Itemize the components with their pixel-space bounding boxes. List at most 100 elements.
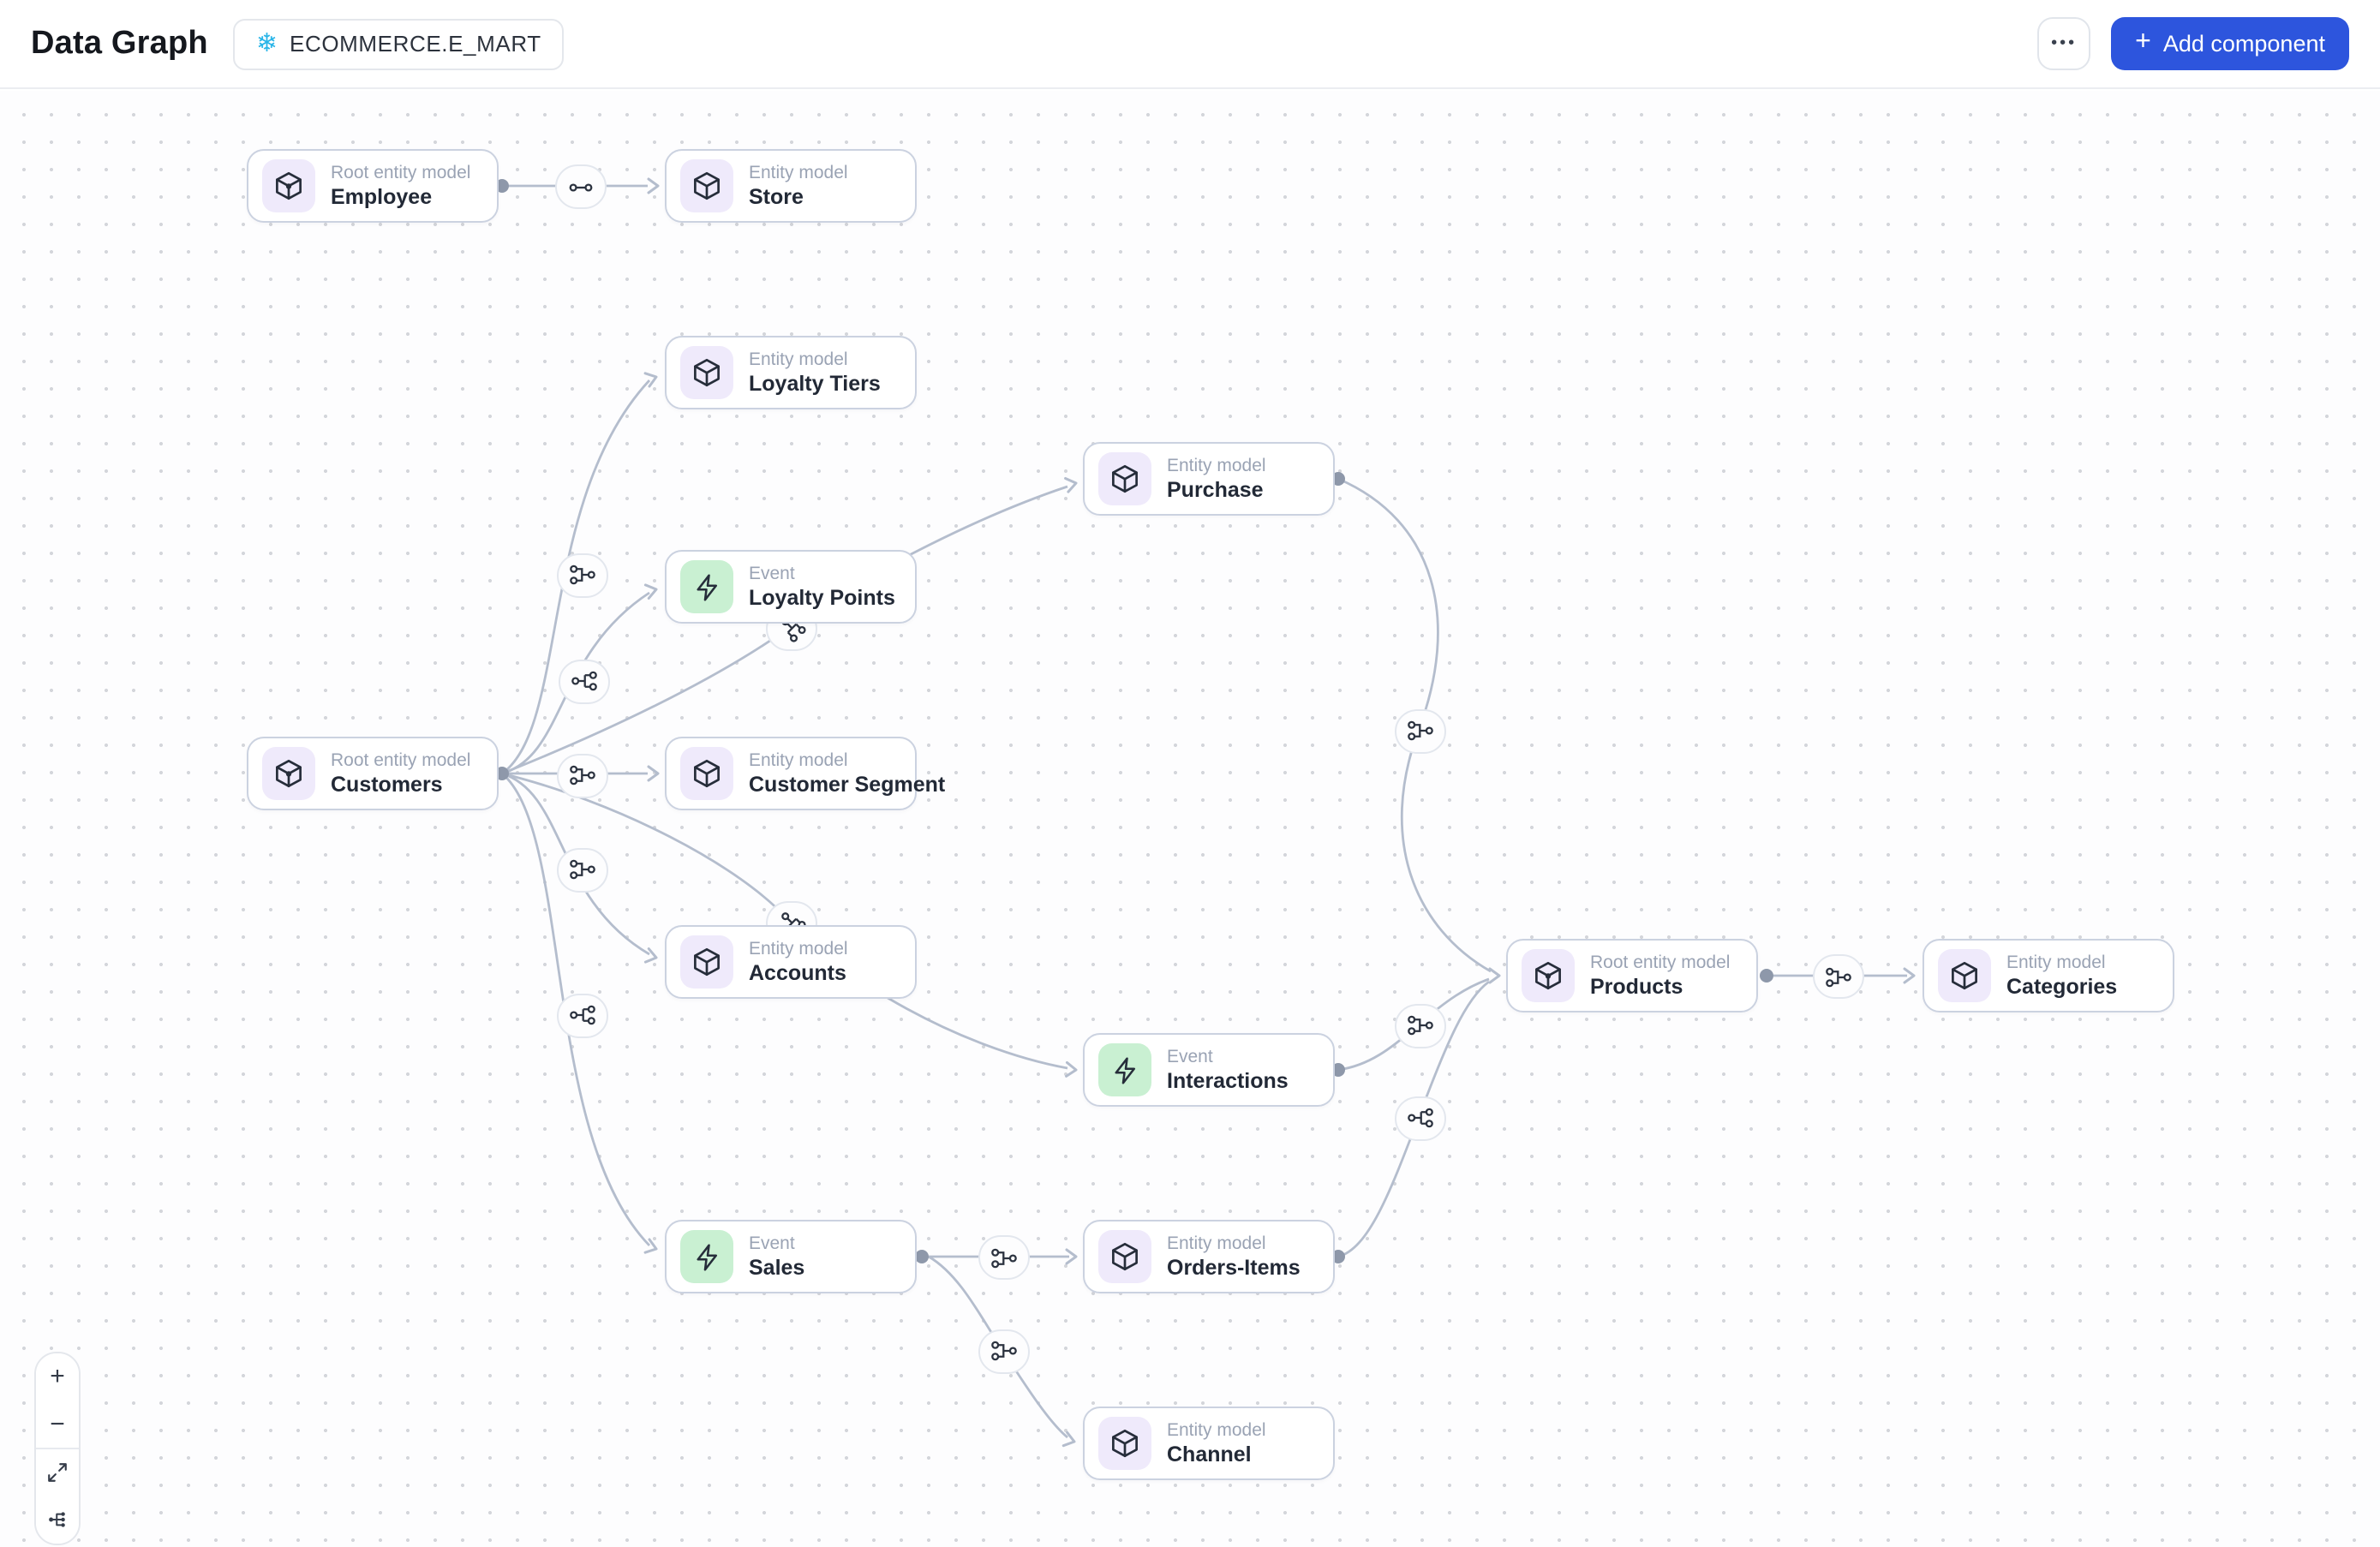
node-name: Interactions [1167,1068,1289,1092]
node-name: Customers [331,772,443,796]
node-text: Event Loyalty Points [749,563,895,611]
page-title: Data Graph [31,25,208,61]
one-to-many-icon[interactable] [1394,1096,1445,1140]
fit-view-button[interactable] [36,1449,79,1496]
node-name: Categories [2006,974,2118,998]
root-entity-cube-icon [262,747,315,800]
snowflake-icon: ❄ [255,29,278,58]
node-text: Entity model Customer Segment [749,750,945,797]
maximize-icon [48,1463,67,1483]
many-to-one-icon[interactable] [1394,1003,1445,1048]
many-to-one-icon[interactable] [556,753,607,797]
zoom-in-button[interactable]: + [36,1353,79,1401]
event-lightning-icon [680,1230,733,1283]
canvas-controls: + − [34,1352,81,1545]
one-to-one-icon[interactable] [554,164,606,209]
more-options-button[interactable]: ••• [2037,17,2091,70]
add-component-button[interactable]: + Add component [2111,17,2349,70]
entity-cube-icon [1098,452,1151,505]
node-type-label: Root entity model [331,162,471,182]
entity-cube-icon [680,935,733,989]
node-type-label: Entity model [1167,1419,1266,1440]
event-lightning-icon [1098,1043,1151,1096]
controls-divider [36,1448,79,1449]
node-categories[interactable]: Entity model Categories [1923,939,2174,1012]
node-text: Entity model Loyalty Tiers [749,349,881,397]
node-text: Entity model Accounts [749,938,848,986]
node-type-label: Entity model [749,938,848,959]
node-accounts[interactable]: Entity model Accounts [665,925,917,999]
node-loyalty-points[interactable]: Event Loyalty Points [665,550,917,624]
node-text: Entity model Categories [2006,952,2117,1000]
many-to-one-icon[interactable] [1394,708,1445,753]
node-type-label: Entity model [2006,952,2106,972]
node-name: Loyalty Tiers [749,371,881,395]
node-type-label: Entity model [749,349,848,369]
many-to-one-icon[interactable] [556,847,607,892]
connection-name: ECOMMERCE.E_MART [290,31,541,57]
many-to-one-icon[interactable] [978,1235,1029,1280]
connection-badge: ❄ ECOMMERCE.E_MART [233,18,564,69]
node-type-label: Event [749,1233,795,1253]
node-interactions[interactable]: Event Interactions [1083,1033,1335,1107]
entity-cube-icon [680,159,733,212]
node-employee[interactable]: Root entity model Employee [247,149,499,223]
node-name: Channel [1167,1442,1252,1466]
ellipsis-icon: ••• [2051,34,2078,53]
node-text: Entity model Channel [1167,1419,1266,1467]
minus-icon: − [50,1409,65,1439]
graph-canvas[interactable] [0,91,2380,1547]
node-name: Orders-Items [1167,1255,1301,1279]
one-to-many-icon[interactable] [556,993,607,1037]
node-loyalty-tiers[interactable]: Entity model Loyalty Tiers [665,336,917,409]
layout-tree-icon [48,1512,64,1528]
node-products[interactable]: Root entity model Products [1506,939,1758,1012]
node-type-label: Entity model [749,750,848,770]
many-to-one-icon[interactable] [1812,954,1863,999]
add-component-label: Add component [2162,31,2325,57]
node-text: Entity model Purchase [1167,455,1266,503]
node-name: Loyalty Points [749,585,895,609]
node-store[interactable]: Entity model Store [665,149,917,223]
node-type-label: Root entity model [331,750,471,770]
node-text: Event Sales [749,1233,804,1281]
header: Data Graph ❄ ECOMMERCE.E_MART ••• + Add … [0,0,2380,89]
node-name: Sales [749,1255,805,1279]
many-to-one-icon[interactable] [978,1329,1029,1373]
many-to-one-icon[interactable] [556,552,607,597]
node-type-label: Entity model [749,162,848,182]
node-type-label: Entity model [1167,1233,1266,1253]
entity-cube-icon [1098,1230,1151,1283]
node-customer-segment[interactable]: Entity model Customer Segment [665,737,945,810]
node-text: Event Interactions [1167,1046,1289,1094]
node-type-label: Event [1167,1046,1213,1066]
entity-cube-icon [680,346,733,399]
root-entity-cube-icon [262,159,315,212]
zoom-out-button[interactable]: − [36,1401,79,1448]
node-name: Employee [331,184,433,208]
node-name: Accounts [749,960,846,984]
one-to-many-icon[interactable] [558,659,609,703]
node-text: Entity model Store [749,162,848,210]
node-type-label: Root entity model [1590,952,1731,972]
node-type-label: Event [749,563,795,583]
entity-cube-icon [1098,1417,1151,1470]
event-lightning-icon [680,560,733,613]
node-channel[interactable]: Entity model Channel [1083,1407,1335,1480]
entity-cube-icon [680,747,733,800]
plus-icon: + [50,1362,65,1392]
node-text: Root entity model Employee [331,162,470,210]
auto-layout-button[interactable] [36,1496,79,1544]
node-text: Root entity model Customers [331,750,470,797]
node-name: Store [749,184,804,208]
node-purchase[interactable]: Entity model Purchase [1083,442,1335,516]
node-text: Entity model Orders-Items [1167,1233,1301,1281]
node-text: Root entity model Products [1590,952,1730,1000]
node-sales[interactable]: Event Sales [665,1220,917,1293]
node-name: Products [1590,974,1683,998]
node-orders-items[interactable]: Entity model Orders-Items [1083,1220,1335,1293]
node-customers[interactable]: Root entity model Customers [247,737,499,810]
root-entity-cube-icon [1522,949,1575,1002]
node-type-label: Entity model [1167,455,1266,475]
